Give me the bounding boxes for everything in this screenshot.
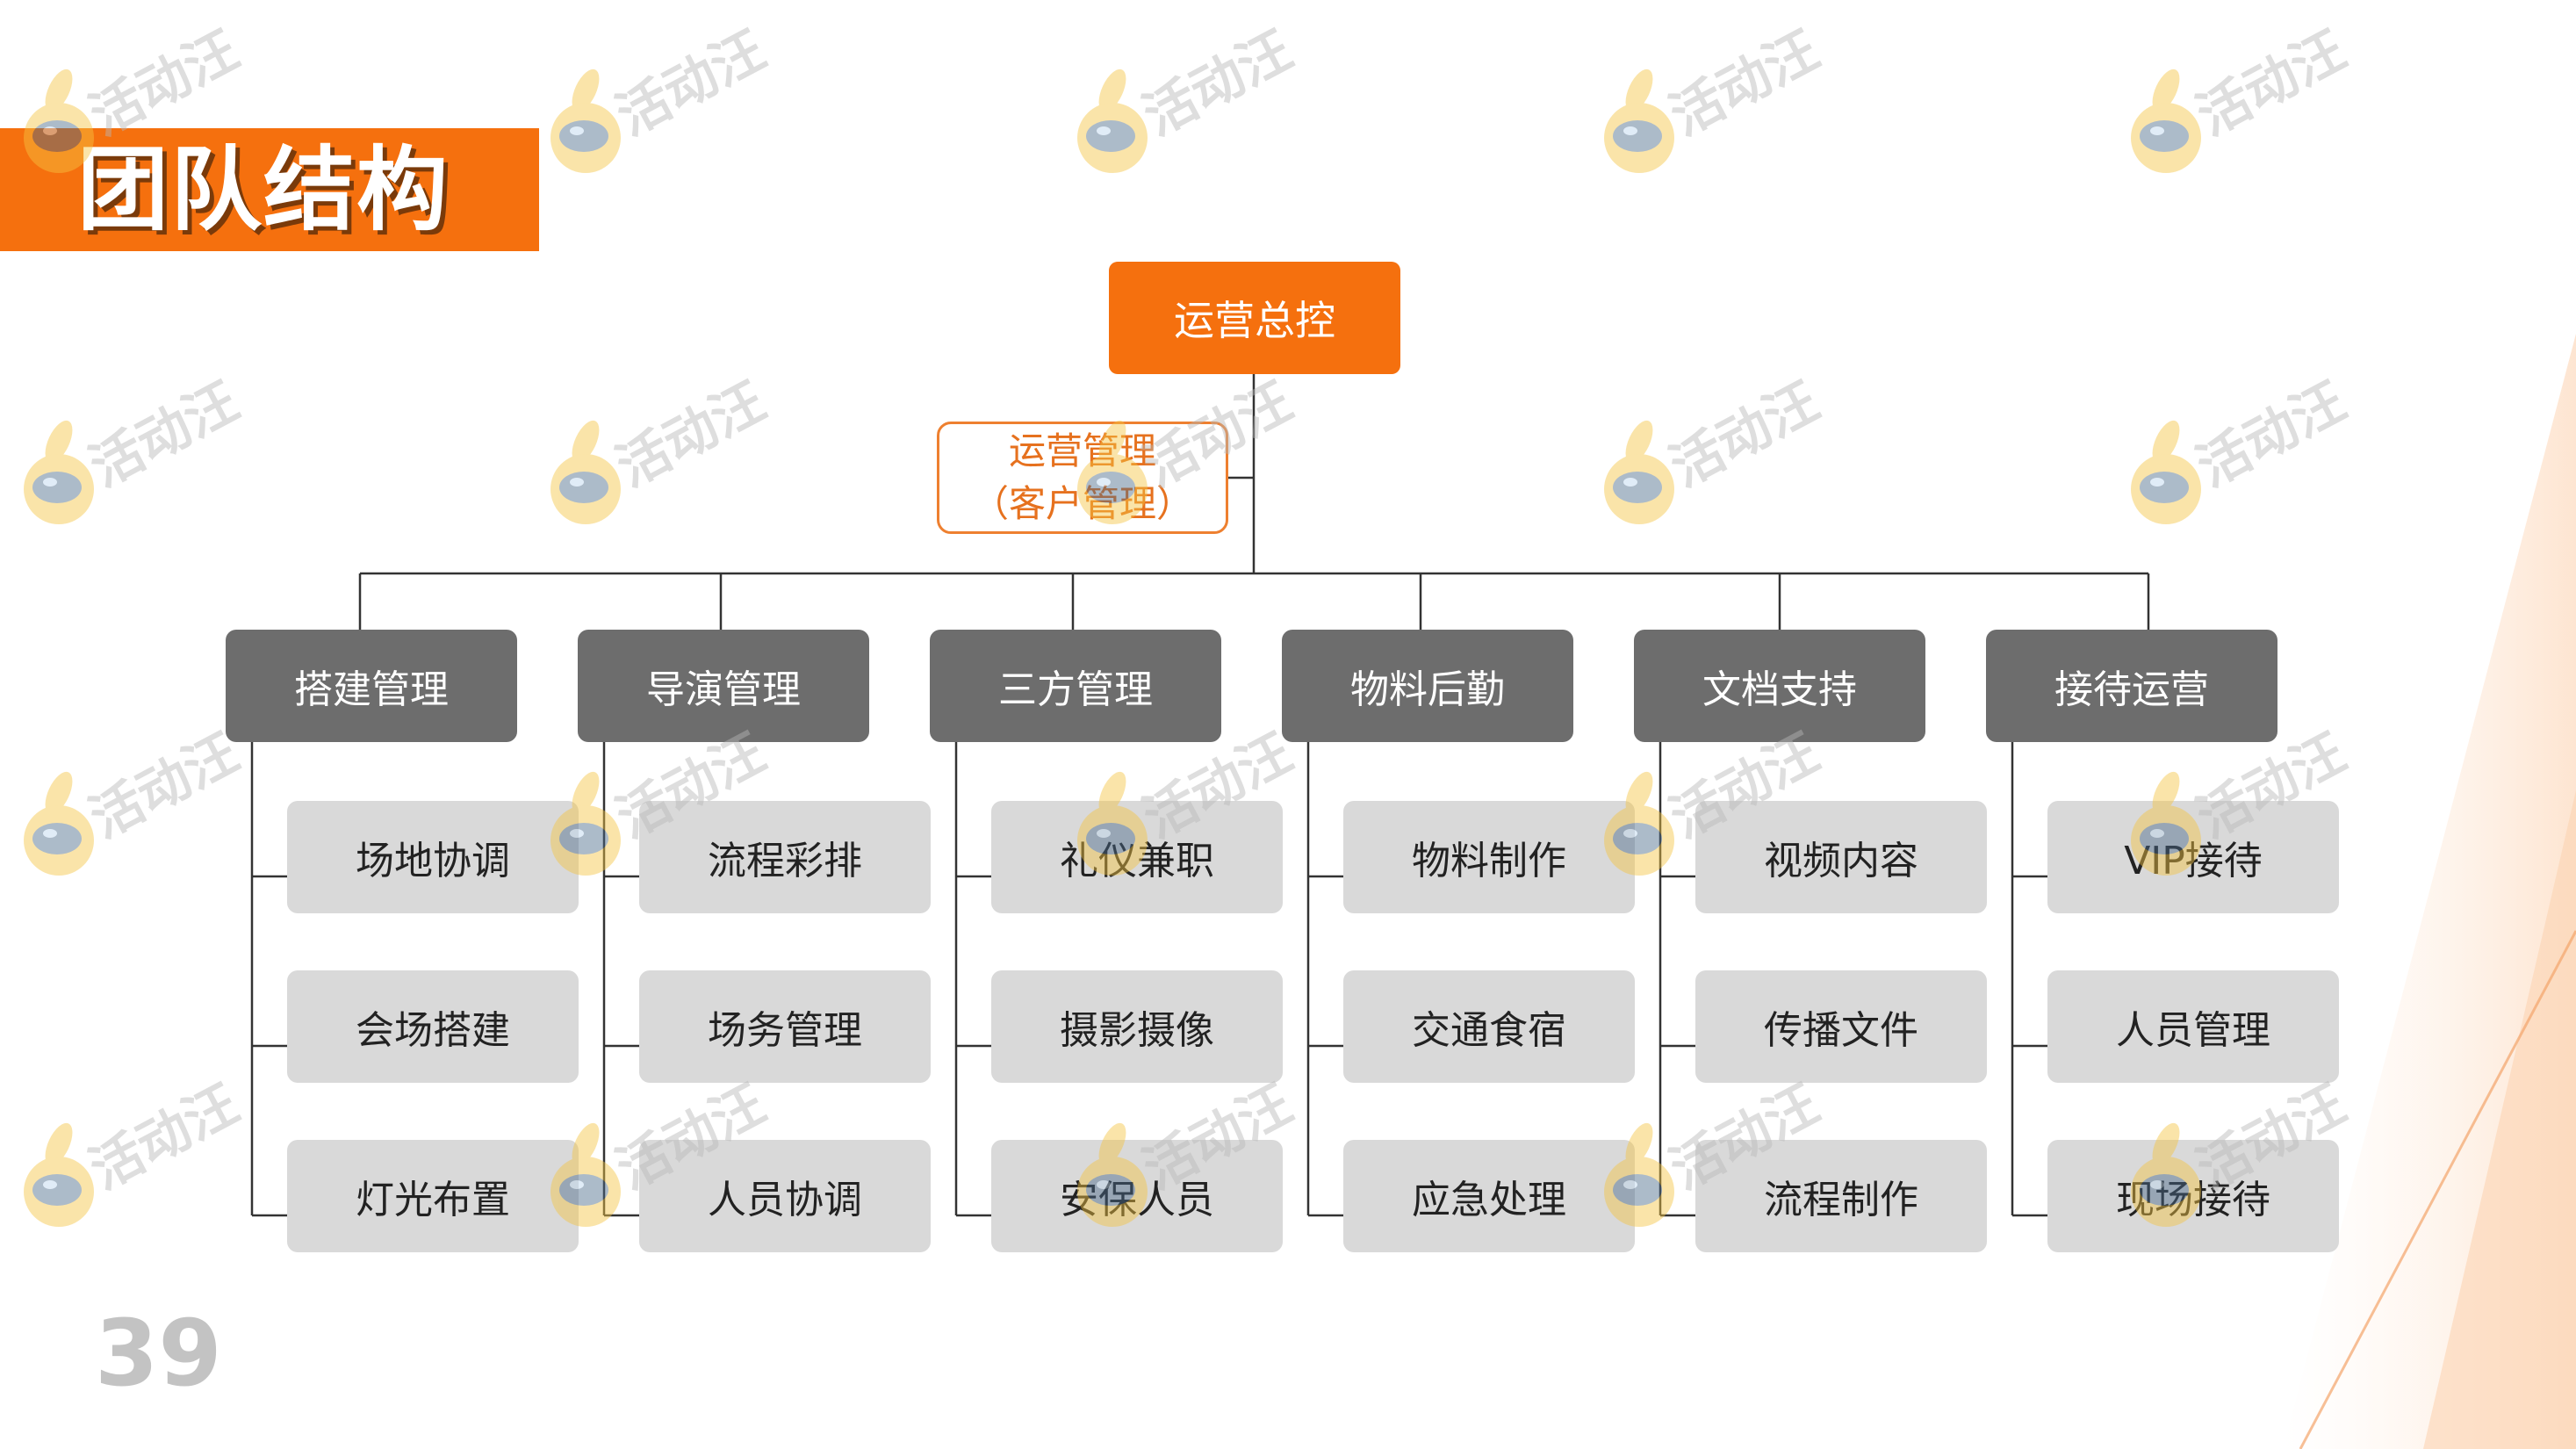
sub-item-node: 物料制作 bbox=[1343, 801, 1635, 913]
department-node: 文档支持 bbox=[1634, 630, 1925, 742]
sub-item-node: 视频内容 bbox=[1695, 801, 1987, 913]
sub-item-node: 应急处理 bbox=[1343, 1140, 1635, 1252]
sub-item-node: 流程彩排 bbox=[639, 801, 931, 913]
department-node: 搭建管理 bbox=[226, 630, 517, 742]
department-node: 接待运营 bbox=[1986, 630, 2277, 742]
assistant-node-line1: 运营管理 bbox=[1008, 429, 1156, 472]
sub-item-node: 现场接待 bbox=[2047, 1140, 2339, 1252]
sub-item-node: 场务管理 bbox=[639, 970, 931, 1083]
department-node: 物料后勤 bbox=[1282, 630, 1573, 742]
sub-item-node: 礼仪兼职 bbox=[991, 801, 1283, 913]
sub-item-node: 会场搭建 bbox=[287, 970, 579, 1083]
sub-item-node: 摄影摄像 bbox=[991, 970, 1283, 1083]
assistant-node: 运营管理 （客户管理） bbox=[937, 422, 1228, 534]
sub-item-node: 人员管理 bbox=[2047, 970, 2339, 1083]
slide-title-bar: 团队结构 bbox=[0, 128, 539, 251]
root-node: 运营总控 bbox=[1109, 262, 1400, 374]
sub-item-node: 灯光布置 bbox=[287, 1140, 579, 1252]
sub-item-node: 安保人员 bbox=[991, 1140, 1283, 1252]
assistant-node-line2: （客户管理） bbox=[971, 482, 1193, 525]
department-node: 三方管理 bbox=[930, 630, 1221, 742]
department-node: 导演管理 bbox=[578, 630, 869, 742]
sub-item-node: 场地协调 bbox=[287, 801, 579, 913]
sub-item-node: 流程制作 bbox=[1695, 1140, 1987, 1252]
slide-title: 团队结构 bbox=[77, 136, 450, 243]
page-number: 39 bbox=[95, 1300, 222, 1407]
sub-item-node: VIP接待 bbox=[2047, 801, 2339, 913]
sub-item-node: 人员协调 bbox=[639, 1140, 931, 1252]
sub-item-node: 交通食宿 bbox=[1343, 970, 1635, 1083]
sub-item-node: 传播文件 bbox=[1695, 970, 1987, 1083]
